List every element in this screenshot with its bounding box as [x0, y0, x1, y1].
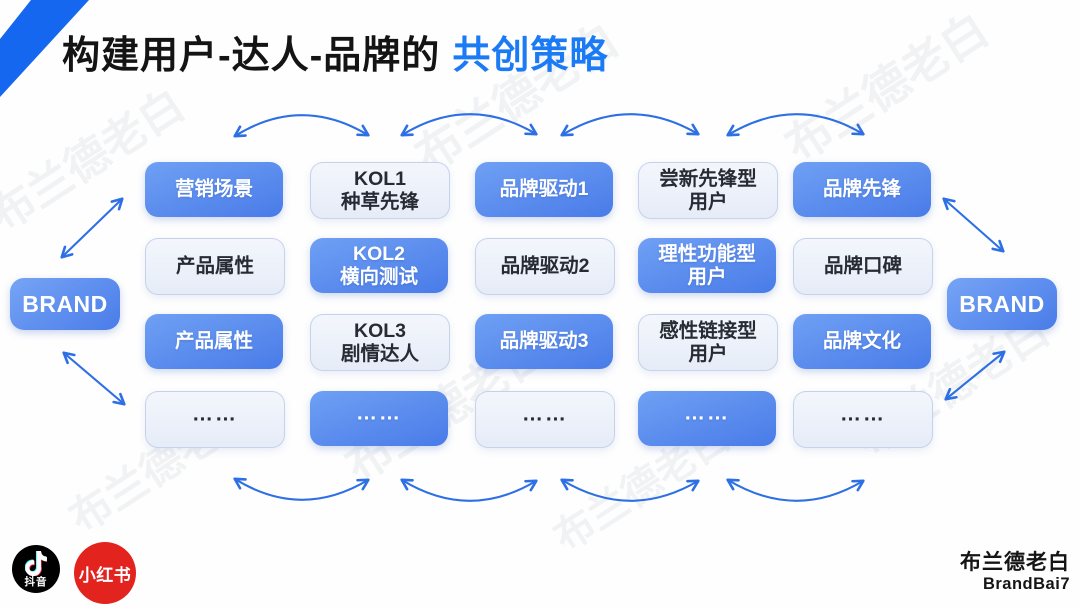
grid-cell-label: 品牌驱动1 — [499, 178, 589, 201]
grid-cell-label: 产品属性 — [175, 255, 254, 278]
title-highlight: 共创策略 — [452, 35, 609, 77]
grid-cell-label: 品牌口碑 — [823, 255, 902, 278]
page-title: 构建用户-达人-品牌的共创策略 — [62, 24, 608, 79]
grid-cell-label: …… — [192, 402, 238, 426]
arc-arrow-bottom-1 — [233, 477, 370, 501]
grid-cell-r4-c5: …… — [793, 391, 933, 448]
arc-arrow-bottom-2 — [400, 478, 538, 502]
grid-cell-label: 尝新先锋型 — [659, 168, 757, 191]
brand-node-right: BRAND — [947, 278, 1057, 330]
grid-cell-r2-c4: 理性功能型用户 — [638, 238, 776, 293]
brand-right-top-arrow — [942, 197, 1005, 253]
grid-cell-label: 用户 — [688, 190, 728, 213]
grid-cell-r3-c1: 产品属性 — [145, 314, 283, 369]
arc-arrow-bottom-4 — [726, 478, 865, 502]
grid-cell-r3-c3: 品牌驱动3 — [475, 314, 613, 369]
grid-cell-label: …… — [684, 401, 730, 425]
author-signature: 布兰德老白 BrandBai7 — [960, 551, 1070, 594]
grid-cell-label: 产品属性 — [174, 330, 253, 353]
grid-cell-r4-c3: …… — [475, 391, 615, 448]
grid-cell-r4-c4: …… — [638, 391, 776, 446]
grid-cell-label: 感性链接型 — [659, 320, 757, 343]
douyin-logo: 抖音 — [12, 545, 60, 593]
brand-node-left: BRAND — [10, 278, 120, 330]
author-name-cn: 布兰德老白 — [960, 551, 1070, 574]
tiktok-note-icon — [25, 551, 47, 576]
grid-cell-r1-c3: 品牌驱动1 — [475, 162, 613, 217]
grid-cell-r2-c3: 品牌驱动2 — [475, 238, 615, 295]
grid-cell-r2-c1: 产品属性 — [145, 238, 285, 295]
author-name-en: BrandBai7 — [982, 575, 1070, 594]
grid-cell-label: 理性功能型 — [658, 243, 756, 266]
grid-cell-label: KOL3 — [353, 320, 406, 343]
watermark: 布兰德老白 — [0, 80, 194, 242]
grid-cell-r1-c1: 营销场景 — [145, 162, 283, 217]
grid-cell-label: 品牌先锋 — [822, 178, 901, 201]
brand-left-bottom-arrow — [62, 351, 126, 406]
grid-cell-label: 横向测试 — [339, 265, 418, 288]
title-main: 构建用户-达人-品牌的 — [62, 35, 441, 77]
arc-arrow-top-2 — [400, 113, 538, 137]
xiaohongshu-logo: 小红书 — [74, 542, 136, 604]
grid-cell-r2-c5: 品牌口碑 — [793, 238, 933, 295]
grid-cell-label: 种草先锋 — [340, 190, 419, 213]
watermark: 布兰德老白 — [776, 3, 998, 172]
grid-cell-label: KOL1 — [353, 168, 406, 191]
grid-cell-label: 营销场景 — [174, 178, 253, 201]
grid-cell-r1-c5: 品牌先锋 — [793, 162, 931, 217]
arc-arrow-top-3 — [560, 113, 700, 137]
grid-cell-label: 品牌文化 — [822, 330, 901, 353]
brand-right-bottom-arrow — [944, 350, 1006, 401]
grid-cell-label: …… — [522, 402, 568, 426]
arc-arrow-top-4 — [726, 113, 865, 137]
grid-cell-label: …… — [356, 401, 402, 425]
grid-cell-r4-c2: …… — [310, 391, 448, 446]
grid-cell-label: 品牌驱动2 — [500, 255, 590, 278]
grid-cell-label: 用户 — [687, 265, 727, 288]
grid-cell-r4-c1: …… — [145, 391, 285, 448]
grid-cell-label: 剧情达人 — [340, 342, 419, 365]
grid-cell-r1-c4: 尝新先锋型用户 — [638, 162, 778, 219]
arc-arrow-bottom-3 — [560, 478, 700, 502]
grid-cell-label: KOL2 — [352, 243, 405, 266]
grid-cell-label: …… — [840, 402, 886, 426]
grid-cell-label: 品牌驱动3 — [499, 330, 589, 353]
grid-cell-r3-c4: 感性链接型用户 — [638, 314, 778, 371]
brand-left-top-arrow — [60, 197, 124, 259]
grid-cell-r3-c5: 品牌文化 — [793, 314, 931, 369]
arc-arrow-top-1 — [233, 114, 370, 138]
xiaohongshu-label: 小红书 — [78, 565, 132, 585]
grid-cell-label: 用户 — [688, 342, 728, 365]
douyin-label: 抖音 — [24, 576, 48, 588]
